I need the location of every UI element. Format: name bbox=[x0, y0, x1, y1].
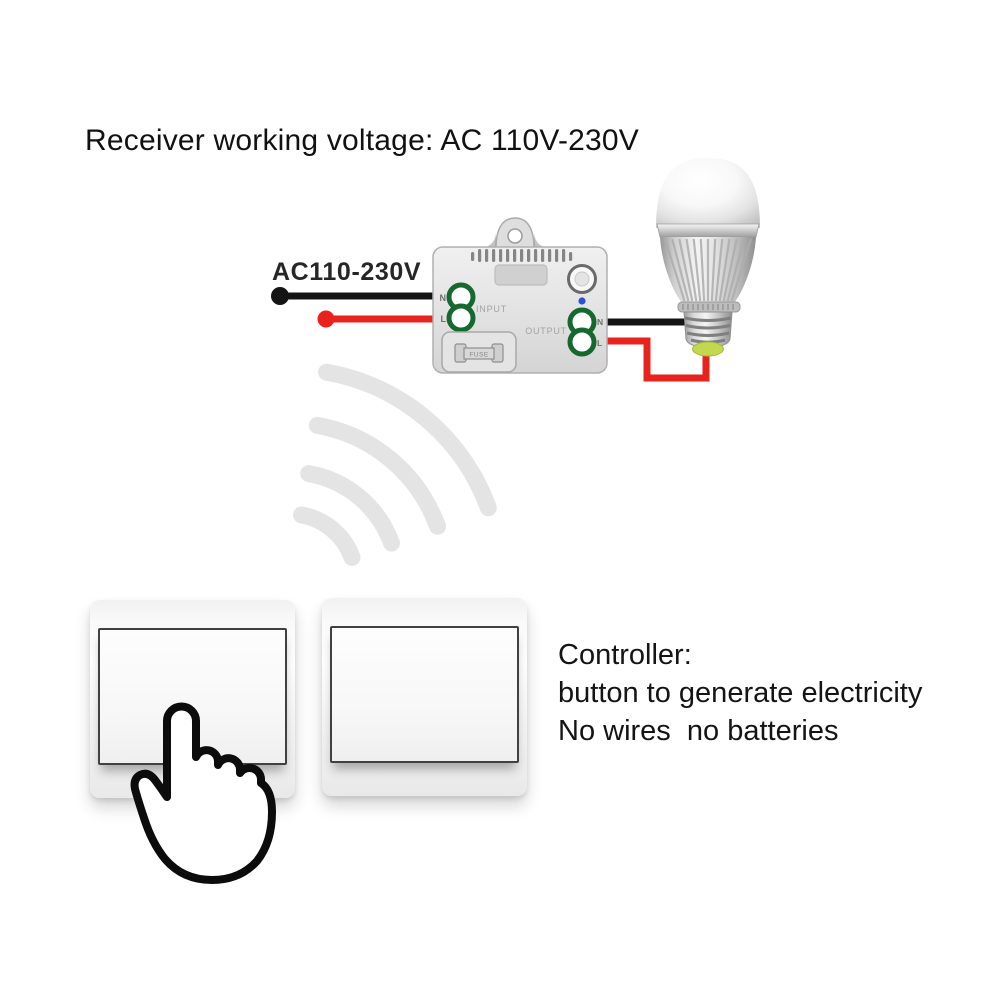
wiring bbox=[271, 287, 710, 382]
screw-threads bbox=[684, 316, 732, 344]
signal-wave-2 bbox=[300, 465, 400, 552]
input-terminal bbox=[446, 282, 476, 333]
bulb-screw-base bbox=[683, 311, 733, 348]
bulb-heatsink bbox=[660, 237, 756, 303]
output-terminal bbox=[567, 307, 597, 357]
input-wire-live-end bbox=[317, 310, 335, 328]
heatsink-ribs bbox=[663, 238, 753, 302]
mounting-hole bbox=[507, 228, 523, 244]
output-n-label: N bbox=[597, 317, 603, 327]
status-led bbox=[578, 297, 586, 305]
signal-wave-4 bbox=[318, 363, 497, 517]
pairing-button bbox=[567, 264, 597, 294]
bulb-dome bbox=[656, 158, 760, 228]
bulb-collar bbox=[656, 223, 760, 238]
controller-note-line: button to generate electricity bbox=[558, 677, 923, 709]
label-recess bbox=[494, 264, 548, 286]
controller-note-line: No wires no batteries bbox=[558, 715, 839, 747]
switch-rocker-right bbox=[330, 626, 519, 763]
receiver-voltage-label: AC110-230V bbox=[272, 258, 422, 286]
fuse-label: FUSE bbox=[469, 352, 489, 359]
signal-wave-1 bbox=[293, 506, 361, 566]
wifi-signal-icon bbox=[293, 363, 497, 566]
receiver-module: N L INPUT OUTPUT N L FUSE bbox=[432, 217, 608, 374]
wall-switch-left bbox=[90, 600, 295, 798]
bulb-knurl-ring bbox=[677, 301, 741, 313]
mounting-tab bbox=[483, 217, 547, 253]
input-l-label: L bbox=[441, 314, 447, 324]
output-wire-live bbox=[605, 337, 710, 382]
output-l-label: L bbox=[597, 338, 602, 348]
vent-grille bbox=[471, 249, 573, 262]
controller-note: Controller: button to generate electrici… bbox=[558, 636, 922, 750]
led-bulb bbox=[656, 158, 760, 357]
page-title: Receiver working voltage: AC 110V-230V bbox=[85, 124, 640, 157]
switch-rocker-left bbox=[98, 628, 287, 765]
input-label: INPUT bbox=[476, 304, 507, 314]
output-label: OUTPUT bbox=[525, 326, 567, 336]
bulb-tip bbox=[692, 341, 724, 357]
signal-wave-3 bbox=[308, 416, 446, 535]
fuse-cover: FUSE bbox=[441, 331, 517, 373]
input-n-label: N bbox=[440, 293, 447, 303]
module-body bbox=[432, 246, 608, 374]
input-wire-neutral-end bbox=[271, 287, 289, 305]
wall-switch-right bbox=[322, 598, 527, 796]
knurl-dashes bbox=[682, 304, 734, 310]
pairing-button-center bbox=[574, 271, 590, 287]
controller-note-heading: Controller: bbox=[558, 639, 692, 671]
